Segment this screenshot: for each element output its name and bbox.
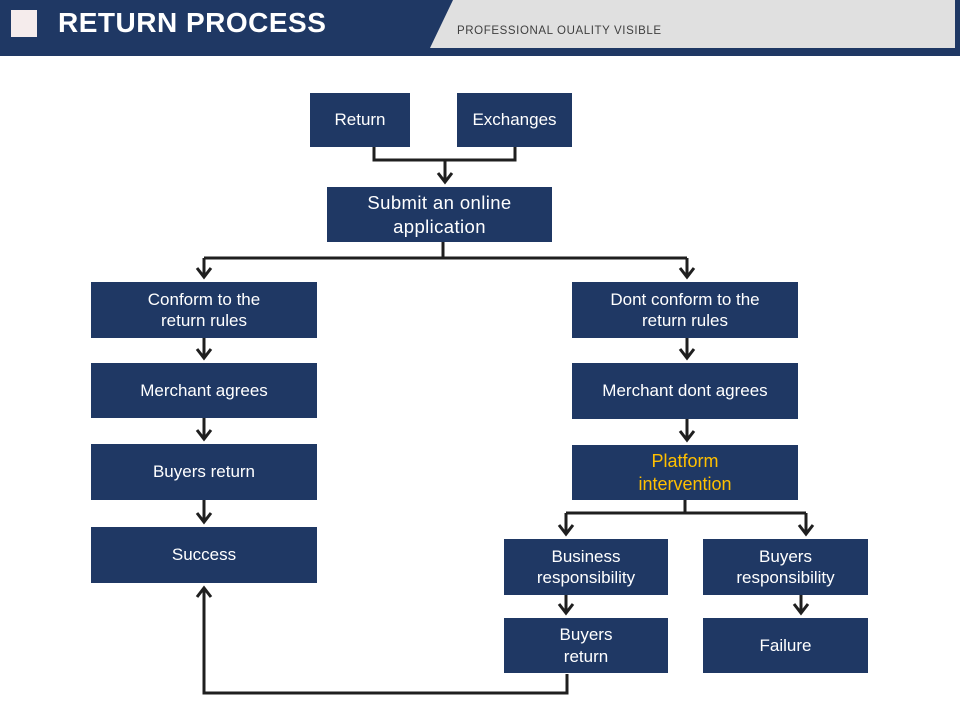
node-return: Return xyxy=(310,93,410,147)
node-buyers-responsibility: Buyers responsibility xyxy=(703,539,868,595)
node-dont-conform-rules: Dont conform to the return rules xyxy=(572,282,798,338)
connector-platform-split xyxy=(566,500,806,515)
connector-submit-split xyxy=(204,242,687,260)
node-platform-intervention: Platform intervention xyxy=(572,445,798,500)
connector-loop-to-success xyxy=(195,585,569,695)
node-merchant-agrees: Merchant agrees xyxy=(91,363,317,418)
header-ribbon xyxy=(430,0,955,48)
node-merchant-dont-agrees: Merchant dont agrees xyxy=(572,363,798,419)
node-exchanges: Exchanges xyxy=(457,93,572,147)
node-buyers-return-2: Buyers return xyxy=(504,618,668,673)
node-business-responsibility: Business responsibility xyxy=(504,539,668,595)
node-failure: Failure xyxy=(703,618,868,673)
header-accent-square xyxy=(11,10,37,37)
connector-merge-top xyxy=(372,147,517,162)
node-buyers-return: Buyers return xyxy=(91,444,317,500)
node-conform-rules: Conform to the return rules xyxy=(91,282,317,338)
node-submit-application: Submit an online application xyxy=(327,187,552,242)
header-subtitle: PROFESSIONAL OUALITY VISIBLE xyxy=(457,25,662,37)
page-title: RETURN PROCESS xyxy=(58,7,327,38)
node-success: Success xyxy=(91,527,317,583)
